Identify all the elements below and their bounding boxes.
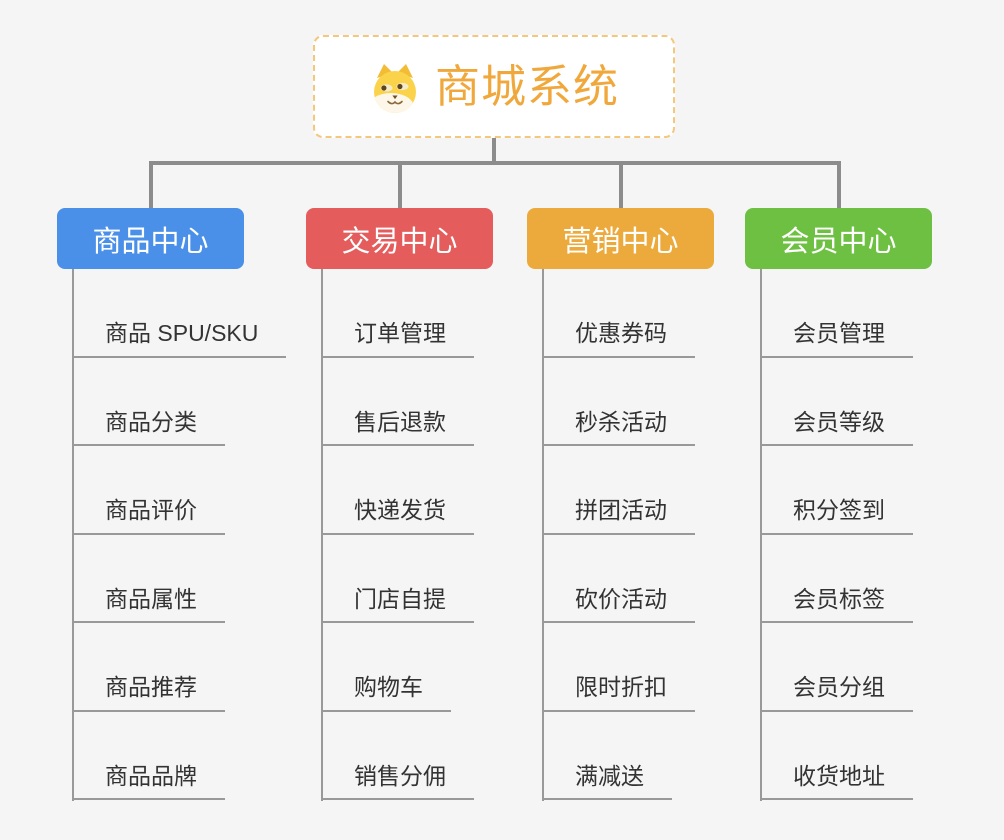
leaf-node[interactable]: 积分签到 [760, 497, 913, 535]
leaf-node[interactable]: 售后退款 [321, 409, 474, 446]
leaf-node[interactable]: 快递发货 [321, 497, 474, 535]
leaf-node[interactable]: 商品推荐 [72, 674, 225, 712]
branch-items: 商品 SPU/SKU 商品分类 商品评价 商品属性 商品推荐 商品品牌 [72, 269, 287, 800]
leaf-node[interactable]: 商品评价 [72, 497, 225, 535]
leaf-node[interactable]: 会员分组 [760, 674, 913, 712]
connector-branch-stub [837, 161, 841, 208]
branch-member-center: 会员中心 会员管理 会员等级 积分签到 会员标签 会员分组 收货地址 [745, 208, 995, 801]
branch-product-center: 商品中心 商品 SPU/SKU 商品分类 商品评价 商品属性 商品推荐 商品品牌 [57, 208, 307, 801]
branch-trunk-line [321, 269, 323, 801]
leaf-node[interactable]: 会员标签 [760, 586, 913, 623]
leaf-node[interactable]: 购物车 [321, 674, 451, 712]
branch-node-product[interactable]: 商品中心 [57, 208, 244, 269]
leaf-node[interactable]: 秒杀活动 [542, 409, 695, 446]
leaf-node[interactable]: 商品品牌 [72, 763, 225, 800]
leaf-node[interactable]: 订单管理 [321, 320, 474, 358]
leaf-node[interactable]: 拼团活动 [542, 497, 695, 535]
branch-node-marketing[interactable]: 营销中心 [527, 208, 714, 269]
branch-trunk-line [72, 269, 74, 801]
branch-trunk-line [542, 269, 544, 801]
leaf-node[interactable]: 商品 SPU/SKU [72, 320, 287, 358]
branch-items: 订单管理 售后退款 快递发货 门店自提 购物车 销售分佣 [321, 269, 474, 800]
leaf-node[interactable]: 收货地址 [760, 763, 913, 800]
leaf-node[interactable]: 会员管理 [760, 320, 913, 358]
branch-items: 会员管理 会员等级 积分签到 会员标签 会员分组 收货地址 [760, 269, 913, 800]
leaf-node[interactable]: 商品属性 [72, 586, 225, 623]
leaf-node[interactable]: 满减送 [542, 763, 672, 800]
leaf-node[interactable]: 会员等级 [760, 409, 913, 446]
leaf-node[interactable]: 门店自提 [321, 586, 474, 623]
leaf-node[interactable]: 限时折扣 [542, 674, 695, 712]
connector-branch-stub [619, 161, 623, 208]
connector-horizontal [149, 161, 840, 165]
branch-trunk-line [760, 269, 762, 801]
dog-face-icon [373, 63, 416, 113]
root-title: 商城系统 [434, 61, 619, 112]
leaf-node[interactable]: 商品分类 [72, 409, 225, 446]
branch-marketing-center: 营销中心 优惠券码 秒杀活动 拼团活动 砍价活动 限时折扣 满减送 [527, 208, 777, 801]
leaf-node[interactable]: 优惠券码 [542, 320, 695, 358]
branch-items: 优惠券码 秒杀活动 拼团活动 砍价活动 限时折扣 满减送 [542, 269, 695, 800]
connector-branch-stub [398, 161, 402, 208]
connector-branch-stub [149, 161, 153, 208]
leaf-node[interactable]: 销售分佣 [321, 763, 474, 800]
branch-trade-center: 交易中心 订单管理 售后退款 快递发货 门店自提 购物车 销售分佣 [306, 208, 556, 801]
branch-node-member[interactable]: 会员中心 [745, 208, 932, 269]
leaf-node[interactable]: 砍价活动 [542, 586, 695, 623]
connector-root-vertical [492, 138, 496, 165]
root-node[interactable]: 商城系统 [313, 35, 675, 138]
branch-node-trade[interactable]: 交易中心 [306, 208, 493, 269]
